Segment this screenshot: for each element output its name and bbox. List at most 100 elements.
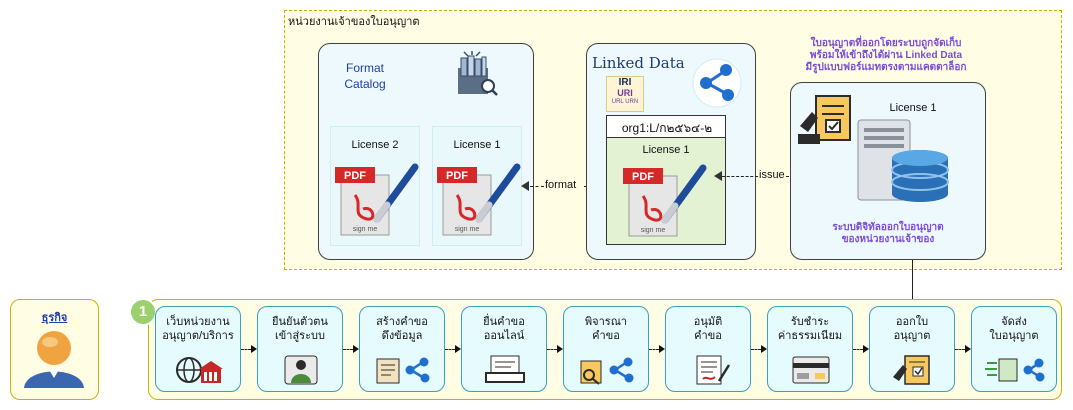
issuer-note-line1: ใบอนุญาตที่ออกโดยระบบถูกจัดเก็บ xyxy=(810,38,962,49)
license-owner-label: หน่วยงานเจ้าของใบอนุญาต xyxy=(288,16,420,28)
step-approve-request[interactable]: อนุมัติ คำขอ xyxy=(665,306,751,392)
process-step-badge: 1 xyxy=(129,298,157,326)
flow-arrowhead-4 xyxy=(557,345,563,353)
step-web-portal-label: เว็บหน่วยงาน อนุญาต/บริการ xyxy=(156,315,240,343)
process-step-badge-number: 1 xyxy=(138,303,148,320)
pdf-sign-icon: PDF sign me xyxy=(435,157,521,245)
license-card-1-catalog: License 1 PDF sign me xyxy=(432,126,522,246)
pdf-sign-icon: PDF sign me xyxy=(333,157,419,245)
issuer-caption-line2: ของหน่วยงานเจ้าของ xyxy=(841,234,935,245)
step-collect-fee-line1: รับชำระ xyxy=(790,316,830,328)
issue-license-icon xyxy=(883,355,941,385)
sign-label: sign me xyxy=(455,226,480,233)
pdf-label: PDF xyxy=(344,170,366,182)
flow-arrow-4 xyxy=(547,349,557,350)
flow-arrowhead-6 xyxy=(761,345,767,353)
step-submit-online-label: ยื่นคำขอ ออนไลน์ xyxy=(462,315,546,343)
business-person-icon xyxy=(20,322,88,390)
format-arrowhead xyxy=(521,181,529,191)
issuer-caption-line1: ระบบดิจิทัลออกใบอนุญาต xyxy=(832,222,944,233)
step-submit-online[interactable]: ยื่นคำขอ ออนไลน์ xyxy=(461,306,547,392)
form-linked-data-icon xyxy=(373,355,431,385)
pdf-label: PDF xyxy=(446,170,468,182)
format-connector-line xyxy=(530,186,544,187)
step-create-request-line2: ดึงข้อมูล xyxy=(381,330,423,342)
linked-data-license-card: License 1 PDF sign me xyxy=(606,137,726,245)
step-issue-license-line2: อนุญาต xyxy=(893,330,931,342)
iri-label: IRI xyxy=(618,77,632,88)
issuer-note-line2: พร้อมให้เข้าถึงได้ผ่าน Linked Data xyxy=(809,50,963,61)
linked-data-identifier: org1:L/ก๒๕๖๔-๒ xyxy=(621,121,713,135)
step-collect-fee-line2: ค่าธรรมเนียม xyxy=(777,330,843,342)
flow-arrowhead-1 xyxy=(251,345,257,353)
step-review-request-label: พิจารณา คำขอ xyxy=(564,315,648,343)
approve-document-icon xyxy=(679,355,737,385)
flow-arrow-2 xyxy=(343,349,353,350)
uri-label: URI xyxy=(617,88,633,98)
step-approve-request-line2: คำขอ xyxy=(694,330,722,342)
step-deliver-license-line1: จัดส่ง xyxy=(1001,316,1027,328)
issue-connector-label: issue xyxy=(759,169,785,181)
linked-data-title: Linked Data xyxy=(592,54,685,72)
user-login-icon xyxy=(271,355,329,385)
pdf-sign-icon: PDF sign me xyxy=(621,158,707,246)
issuer-license-title: License 1 xyxy=(889,102,937,114)
linked-data-license-title: License 1 xyxy=(642,144,690,156)
format-catalog-title: Format Catalog xyxy=(330,60,400,92)
step-approve-request-label: อนุมัติ คำขอ xyxy=(666,315,750,343)
issuer-note-line3: มีรูปแบบฟอร์แมทตรงตามแคตตาล็อก xyxy=(805,62,967,73)
url-urn-label: URL URN xyxy=(611,99,639,105)
flow-arrow-7 xyxy=(853,349,863,350)
flow-arrow-3 xyxy=(445,349,455,350)
business-actor-label: ธุรกิจ xyxy=(41,312,68,324)
review-linked-data-icon xyxy=(577,355,635,385)
format-catalog-title-line1: Format xyxy=(345,61,384,75)
step-issue-license[interactable]: ออกใบ อนุญาต xyxy=(869,306,955,392)
step-authenticate-line2: เข้าสู่ระบบ xyxy=(275,330,325,342)
web-government-icon xyxy=(169,355,227,385)
step-deliver-license-line2: ใบอนุญาต xyxy=(989,330,1039,342)
flow-arrowhead-2 xyxy=(353,345,359,353)
sign-label: sign me xyxy=(641,227,666,234)
license-card-2-title: License 2 xyxy=(351,139,399,151)
step-submit-online-line2: ออนไลน์ xyxy=(483,330,525,342)
step-issue-license-label: ออกใบ อนุญาต xyxy=(870,315,954,343)
license-card-2: License 2 PDF sign me xyxy=(330,126,420,246)
step-review-request[interactable]: พิจารณา คำขอ xyxy=(563,306,649,392)
step-deliver-license[interactable]: จัดส่ง ใบอนุญาต xyxy=(971,306,1057,392)
sign-label: sign me xyxy=(353,226,378,233)
submit-icon xyxy=(475,355,533,385)
issue-arrowhead xyxy=(714,171,722,181)
step-issue-license-line1: ออกใบ xyxy=(895,316,929,328)
step-create-request-line1: สร้างคำขอ xyxy=(376,316,428,328)
step-collect-fee[interactable]: รับชำระ ค่าธรรมเนียม xyxy=(767,306,853,392)
step-deliver-license-label: จัดส่ง ใบอนุญาต xyxy=(972,315,1056,343)
deliver-license-icon xyxy=(985,355,1045,385)
format-connector-label: format xyxy=(545,179,577,191)
step-approve-request-line1: อนุมัติ xyxy=(693,316,723,328)
step-web-portal-line1: เว็บหน่วยงาน xyxy=(166,316,230,328)
step-create-request[interactable]: สร้างคำขอ ดึงข้อมูล xyxy=(359,306,445,392)
issue-vertical-connector xyxy=(912,260,913,308)
step-authenticate-label: ยืนยันตัวตน เข้าสู่ระบบ xyxy=(258,315,342,343)
step-submit-online-line1: ยื่นคำขอ xyxy=(483,316,525,328)
step-review-request-line1: พิจารณา xyxy=(584,316,628,328)
flow-arrowhead-7 xyxy=(863,345,869,353)
flow-arrowhead-3 xyxy=(455,345,461,353)
step-web-portal[interactable]: เว็บหน่วยงาน อนุญาต/บริการ xyxy=(155,306,241,392)
pdf-label: PDF xyxy=(632,171,654,183)
flow-arrow-5 xyxy=(649,349,659,350)
step-authenticate[interactable]: ยืนยันตัวตน เข้าสู่ระบบ xyxy=(257,306,343,392)
iri-badge: IRI URI URL URN xyxy=(606,76,644,112)
step-web-portal-line2: อนุญาต/บริการ xyxy=(162,330,234,342)
checklist-document-icon xyxy=(796,90,858,152)
issuer-caption: ระบบดิจิทัลออกใบอนุญาต ของหน่วยงานเจ้าขอ… xyxy=(808,222,968,246)
issue-connector-line xyxy=(722,176,758,177)
license-card-1-title: License 1 xyxy=(453,139,501,151)
issuer-note: ใบอนุญาตที่ออกโดยระบบถูกจัดเก็บ พร้อมให้… xyxy=(776,38,996,74)
server-database-icon xyxy=(852,116,952,206)
flow-arrow-1 xyxy=(241,349,251,350)
flow-arrowhead-5 xyxy=(659,345,665,353)
payment-card-icon xyxy=(781,355,839,385)
flow-arrow-8 xyxy=(955,349,965,350)
